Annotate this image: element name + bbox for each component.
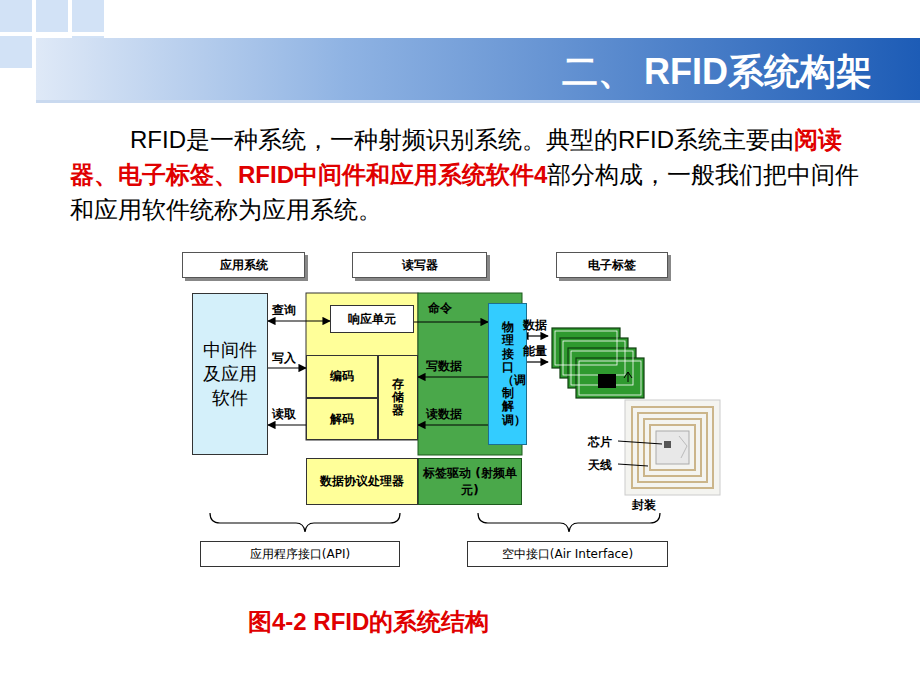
box-text: 读写器: [402, 257, 438, 274]
box-text: 编码: [330, 368, 354, 385]
box-text: 标签驱动 (射频单元): [419, 465, 521, 499]
box-text: 空中接口(Air Interface): [502, 546, 633, 563]
annotation-label: 天线: [588, 457, 612, 474]
interface-box: 物理接口（调制解调）: [488, 303, 527, 445]
edge-label: 写数据: [426, 358, 462, 375]
unit-box: 解码: [306, 398, 378, 440]
box-text: 电子标签: [588, 257, 636, 274]
box-text: 中间件及应用软件: [201, 338, 259, 411]
annotation-label: 能量: [523, 343, 547, 360]
middleware-box: 中间件及应用软件: [192, 293, 268, 455]
driver-box: 标签驱动 (射频单元): [418, 458, 522, 505]
interface-label-box: 应用程序接口(API): [200, 541, 400, 567]
layer-heading: 电子标签: [556, 252, 668, 278]
figure-caption: 图4-2 RFID的系统结构: [248, 606, 489, 638]
slide-title: 二、 RFID系统构架: [562, 48, 872, 97]
edge-label: 命令: [428, 300, 452, 317]
connector-arrow: [418, 424, 488, 425]
edge-label: 读数据: [426, 406, 462, 423]
intro-paragraph: RFID是一种系统，一种射频识别系统。典型的RFID系统主要由阅读器、电子标签、…: [70, 122, 870, 227]
annotation-label: 封装: [632, 497, 656, 514]
unit-box: 编码: [306, 355, 378, 398]
box-text: 应用程序接口(API): [250, 546, 350, 563]
unit-box: 响应单元: [330, 305, 414, 333]
box-text: 应用系统: [220, 257, 268, 274]
connector-arrow: [268, 367, 306, 368]
connector-arrow: [268, 320, 330, 321]
box-text: 响应单元: [348, 311, 396, 328]
box-text: 解码: [330, 411, 354, 428]
connector-arrow: [414, 321, 488, 322]
box-text: 数据协议处理器: [320, 473, 404, 490]
layer-heading: 读写器: [352, 252, 487, 278]
interface-label-box: 空中接口(Air Interface): [467, 541, 668, 567]
processor-box: 数据协议处理器: [306, 458, 418, 505]
connector-arrow: [418, 376, 488, 377]
annotation-label: 芯片: [588, 434, 612, 451]
edge-label: 读取: [272, 406, 296, 423]
annotation-label: 数据: [523, 317, 547, 334]
box-text: 物理接口（调制解调）: [502, 321, 514, 427]
edge-label: 写入: [272, 350, 296, 367]
edge-label: 查询: [272, 302, 296, 319]
memory-box: 存储器: [378, 355, 418, 440]
connector-arrow: [268, 424, 306, 425]
paragraph-text: RFID是一种系统，一种射频识别系统。典型的RFID系统主要由: [130, 126, 794, 153]
box-text: 存储器: [392, 378, 404, 418]
layer-heading: 应用系统: [182, 252, 305, 278]
